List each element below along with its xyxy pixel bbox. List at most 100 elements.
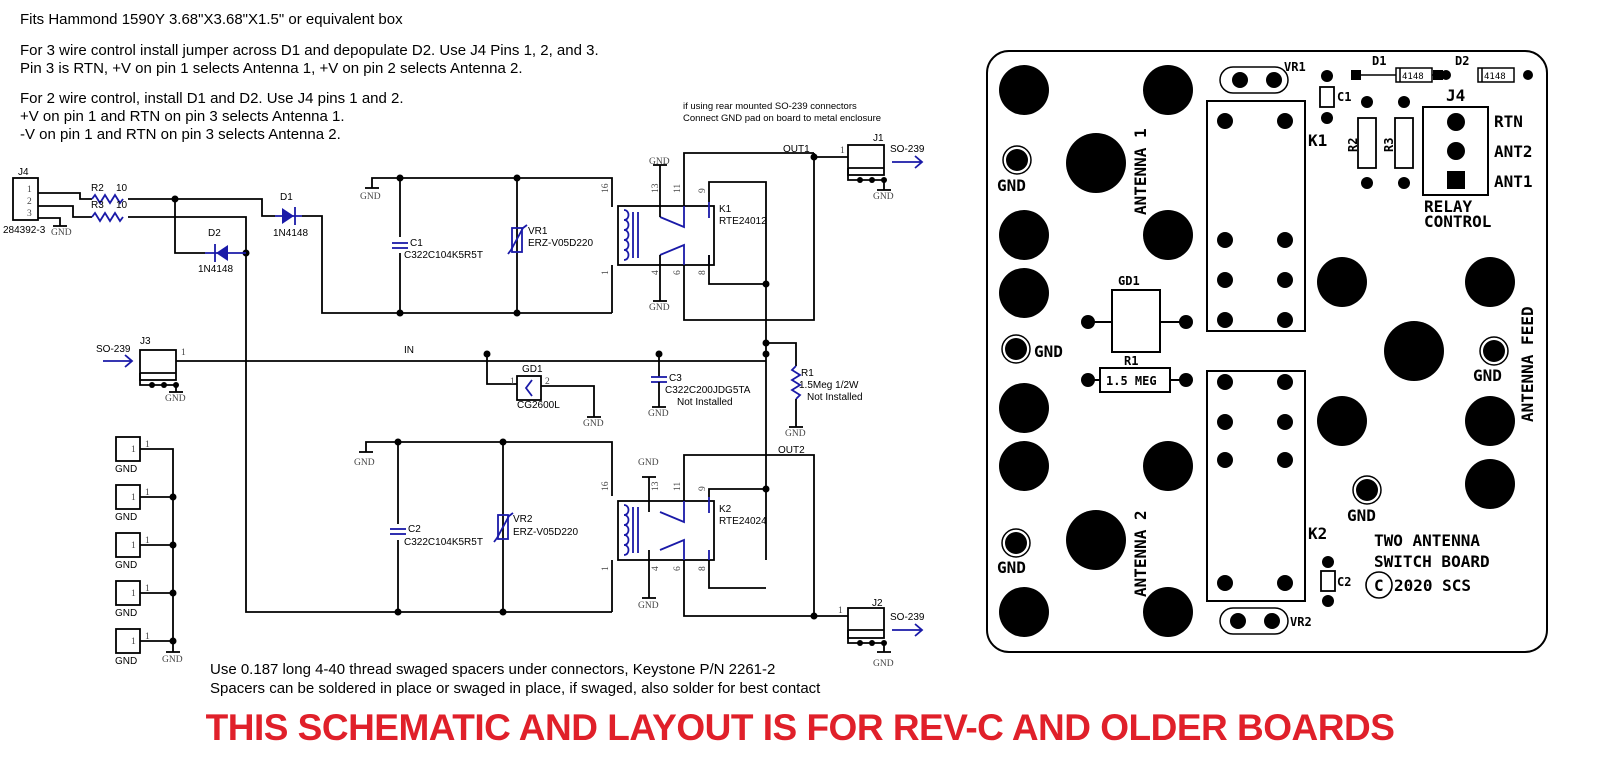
pcb-copyright-text: 2020 SCS [1394, 576, 1471, 595]
gnd-pad-pin: 1 [131, 445, 136, 455]
j4-pin-3: 3 [27, 209, 32, 219]
k1-pin-4: 4 [651, 270, 661, 275]
relay-k2: 16 13 11 9 1 4 6 8 K2 RTE24024 [601, 481, 767, 571]
gd1-pin-1: 1 [510, 377, 515, 387]
j2-ref: J2 [872, 598, 883, 609]
vr2-part: ERZ-V05D220 [513, 527, 578, 538]
gnd-pad-pin: 1 [131, 637, 136, 647]
j2-type: SO-239 [890, 612, 925, 623]
gnd-pad-label: GND [115, 464, 137, 475]
connector-j2: 1 GND J2 SO-239 [838, 598, 925, 669]
k2-pin-11: 11 [673, 482, 683, 491]
j2-pin: 1 [838, 606, 843, 616]
relay-k1: 16 13 11 9 1 4 6 8 K1 RTE24012 [601, 183, 767, 275]
enclosure-note: Fits Hammond 1590Y 3.68"X3.68"X1.5" or e… [20, 11, 403, 28]
j1-pin: 1 [840, 146, 845, 156]
k2-pin-13: 13 [651, 481, 661, 491]
net-out2: OUT2 [778, 445, 805, 456]
k1-pin-6: 6 [673, 270, 683, 275]
k1-pin-11: 11 [673, 184, 683, 193]
k2-pin-4: 4 [651, 566, 661, 571]
k2-pin-1: 1 [601, 566, 611, 571]
pcb-r1-label: R1 [1124, 354, 1138, 368]
j4-part: 284392-3 [3, 225, 46, 236]
capacitor-c3: GND C3 C322C200JDG5TA Not Installed [648, 354, 751, 419]
j3-pin: 1 [181, 348, 186, 358]
pcb-antenna1-label: ANTENNA 1 [1131, 128, 1150, 215]
connector-j3: SO-239 J3 GND 1 [96, 336, 186, 404]
d2-part: 1N4148 [198, 264, 233, 275]
d2-ref: D2 [208, 228, 221, 239]
k2-pin-9: 9 [698, 486, 708, 491]
gnd-label: GND [873, 192, 894, 202]
gd1-pin-2: 2 [545, 377, 550, 387]
pcb-c1-label: C1 [1337, 90, 1351, 104]
pcb-d1-body: 4148 [1402, 72, 1424, 82]
gnd-label: GND [583, 419, 604, 429]
c1-ref: C1 [410, 238, 423, 249]
gnd-pad-pin-num: 1 [145, 536, 150, 546]
pcb-c2-label: C2 [1337, 575, 1351, 589]
gnd-pad-pin-num: 1 [145, 584, 150, 594]
k2-part: RTE24024 [719, 516, 767, 527]
j4-ref: J4 [18, 167, 29, 178]
k1-pin-1: 1 [601, 270, 611, 275]
pcb-r3-label: R3 [1382, 138, 1396, 152]
r3-value: 10 [116, 200, 128, 211]
pcb-pads [999, 65, 1515, 637]
rear-mount-note-line2: Connect GND pad on board to metal enclos… [683, 113, 882, 124]
k1-pin-9: 9 [698, 188, 708, 193]
pcb-gnd-pads: GND GND GND GND GND [997, 145, 1509, 577]
net-in: IN [404, 345, 414, 356]
r1-status: Not Installed [807, 392, 863, 403]
pcb-gnd-label: GND [1034, 342, 1063, 361]
spacers-note-line1: Use 0.187 long 4-40 thread swaged spacer… [210, 661, 776, 678]
gnd-label: GND [638, 601, 659, 611]
gnd-pad-pin-num: 1 [145, 488, 150, 498]
r1-ref: R1 [801, 368, 814, 379]
diode-d1: D1 1N4148 [273, 192, 308, 239]
k2-pin-16: 16 [601, 481, 611, 491]
gnd-label: GND [162, 655, 183, 665]
vr2-ref: VR2 [513, 514, 533, 525]
pcb-r2-label: R2 [1346, 138, 1360, 152]
pcb-gnd-label: GND [997, 176, 1026, 195]
gnd-label: GND [360, 192, 381, 202]
pcb-title-line1: TWO ANTENNA [1374, 531, 1480, 550]
two-wire-note-line2: +V on pin 1 and RTN on pin 3 selects Ant… [20, 108, 345, 125]
c2-ref: C2 [408, 524, 421, 535]
gnd-pad-pin-num: 1 [145, 632, 150, 642]
revision-warning-banner: THIS SCHEMATIC AND LAYOUT IS FOR REV-C A… [205, 707, 1395, 748]
gnd-pad-label: GND [115, 656, 137, 667]
two-wire-note-line1: For 2 wire control, install D1 and D2. U… [20, 90, 404, 107]
gnd-label: GND [873, 659, 894, 669]
k2-pin-6: 6 [673, 566, 683, 571]
connector-j1: 1 GND J1 SO-239 [840, 133, 925, 202]
gnd-pad-label: GND [115, 608, 137, 619]
k1-pin-16: 16 [601, 183, 611, 193]
pcb-ant1-label: ANT1 [1494, 172, 1533, 191]
j3-ref: J3 [140, 336, 151, 347]
pcb-k1-label: K1 [1308, 131, 1327, 150]
gnd-pad-label: GND [115, 560, 137, 571]
k2-ref: K2 [719, 504, 732, 515]
gnd-label: GND [638, 458, 659, 468]
gnd-label: GND [354, 458, 375, 468]
resistor-r2: R2 10 [91, 183, 128, 205]
spacers-note-line2: Spacers can be soldered in place or swag… [210, 680, 821, 697]
capacitor-c1: C1 C322C104K5R5T [392, 237, 483, 261]
gas-discharge-tube-gd1: GD1 1 2 CG2600L [510, 364, 560, 411]
pcb-r1-value: 1.5 MEG [1106, 374, 1157, 388]
pcb-copyright-symbol: C [1374, 576, 1384, 595]
vr1-part: ERZ-V05D220 [528, 238, 593, 249]
gnd-label: GND [649, 157, 670, 167]
gnd-pad-pin: 1 [131, 541, 136, 551]
k1-pin-8: 8 [698, 270, 708, 275]
c2-part: C322C104K5R5T [404, 537, 483, 548]
gnd-pad-pin: 1 [131, 493, 136, 503]
gnd-pad-group: 1 GND 1 1 GND 1 1 GND 1 1 GND 1 1 GND 1 … [115, 436, 183, 667]
gnd-pad-pin-num: 1 [145, 440, 150, 450]
pcb-relay-label: RELAY [1424, 197, 1473, 216]
gnd-label: GND [648, 409, 669, 419]
r3-ref: R3 [91, 200, 104, 211]
